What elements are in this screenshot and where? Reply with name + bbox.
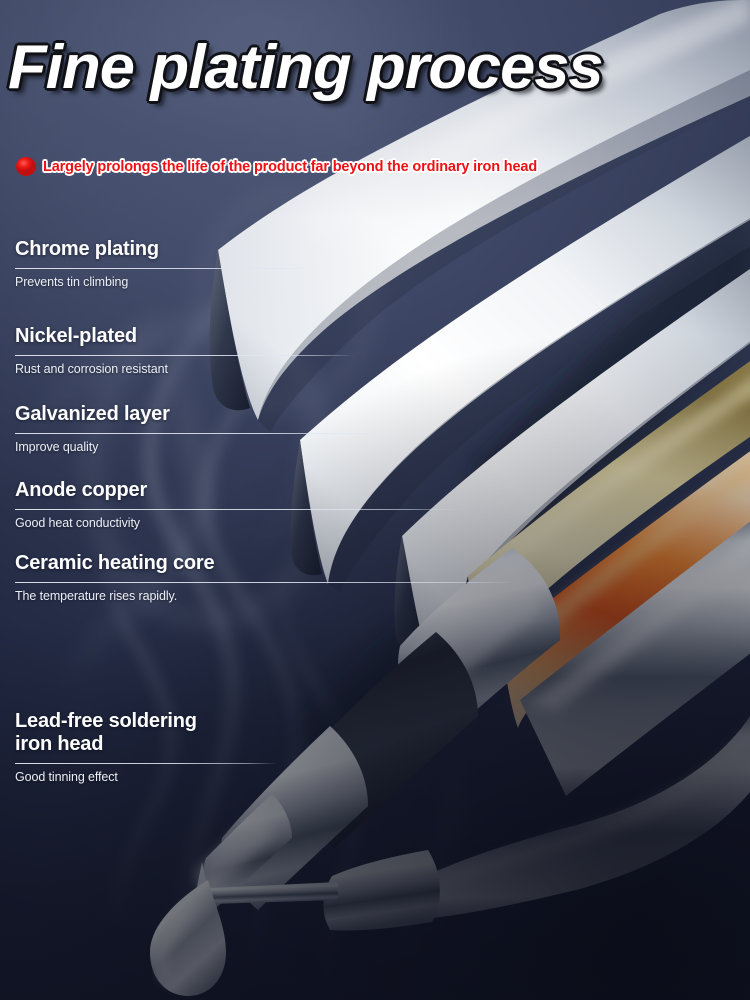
spec-subtitle: Good tinning effect <box>15 770 118 785</box>
spec-heading: Ceramic heating core <box>15 552 215 574</box>
red-circle-bullet-icon <box>16 157 36 176</box>
leader-rule <box>15 355 355 357</box>
spec-chrome-plating: Chrome plating Prevents tin climbing <box>15 238 315 289</box>
spec-ceramic-heating-core: Ceramic heating core The temperature ris… <box>15 552 513 603</box>
spec-subtitle: Improve quality <box>15 440 99 455</box>
headline-row: Largely prolongs the life of the product… <box>16 157 537 176</box>
leader-rule <box>15 509 463 511</box>
spec-heading: Lead-free soldering <box>15 710 197 732</box>
spec-heading-line2: iron head <box>15 733 104 756</box>
spec-heading: Anode copper <box>15 479 148 501</box>
spec-subtitle: Prevents tin climbing <box>15 275 129 290</box>
spec-anode-copper: Anode copper Good heat conductivity <box>15 479 463 530</box>
leader-rule <box>15 582 513 584</box>
leader-rule <box>15 433 407 435</box>
spec-galvanized-layer: Galvanized layer Improve quality <box>15 403 407 454</box>
headline-text: Largely prolongs the life of the product… <box>43 158 538 175</box>
leader-rule <box>15 268 315 270</box>
spec-lead-free-soldering-iron-head: Lead-free soldering iron head Good tinni… <box>15 710 277 784</box>
page-title: Fine plating process <box>8 33 604 102</box>
spec-heading: Galvanized layer <box>15 403 170 425</box>
leader-rule <box>15 763 277 765</box>
spec-nickel-plated: Nickel-plated Rust and corrosion resista… <box>15 325 355 376</box>
spec-subtitle: Rust and corrosion resistant <box>15 362 168 377</box>
spec-subtitle: The temperature rises rapidly. <box>15 589 178 604</box>
spec-heading: Chrome plating <box>15 238 159 260</box>
spec-heading: Nickel-plated <box>15 325 137 347</box>
spec-subtitle: Good heat conductivity <box>15 516 140 531</box>
